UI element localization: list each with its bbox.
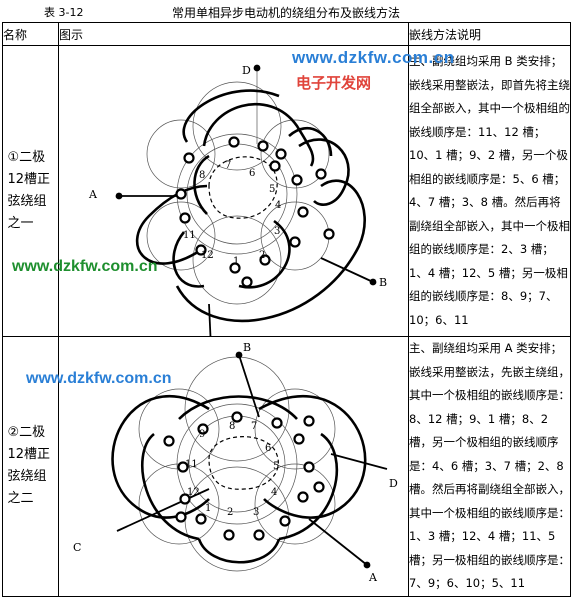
slot-label: 2 [259,250,265,261]
lead-label-c: C [73,541,81,554]
lead-label-b: B [243,341,251,354]
slot-label: 1 [205,503,211,514]
header-row: 名称 图示 嵌线方法说明 [2,22,571,46]
watermark-site: www.dzkfw.com.cn [12,258,158,275]
slot-label: 9 [199,429,205,440]
winding-diagram-1: A B C D 1 2 3 4 5 6 7 8 11 12 [88,64,387,336]
slot-label: 7 [251,421,257,432]
slot-label: 4 [271,487,277,498]
row1-desc: 主、副绕组均采用 B 类安排；嵌线采用整嵌法，即首先将主绕组全部嵌入，其中一个极… [408,45,571,337]
table-caption: 表 3-12 常用单相异步电动机的绕组分布及嵌线方法 [0,0,572,22]
lead-label-b: B [379,276,387,289]
watermark-site: www.dzkfw.com.cn [26,370,172,387]
slot-label: 8 [199,170,205,181]
header-method: 嵌线方法说明 [408,22,571,46]
slot-label: 5 [269,184,275,195]
header-name: 名称 [2,22,59,46]
slot-label: 4 [275,200,281,211]
slot-label: 11 [185,459,198,470]
row2-name: ②二极12槽正弦绕组之二 [2,336,59,597]
slot-label: 3 [274,226,280,237]
slot-label: 7 [225,160,231,171]
table-row: ②二极12槽正弦绕组之二 [2,336,571,597]
slot-label: 12 [201,250,214,261]
lead-label-d: D [389,477,398,490]
row1-name: ①二极12槽正弦绕组之一 [2,45,59,337]
winding-diagram-2: B A C D 1 2 3 4 5 6 7 8 9 11 12 [73,341,398,584]
watermark-site: www.dzkfw.com.cn [292,48,455,67]
winding-table: 名称 图示 嵌线方法说明 ①二极12槽正弦绕组之一 [2,22,571,597]
watermark-brand: 电子开发网 [296,74,372,92]
slot-label: 11 [183,230,196,241]
lead-label-a: A [368,571,378,584]
slot-label: 3 [253,507,259,518]
lead-label-d: D [242,64,251,77]
slot-label: 6 [265,443,271,454]
slot-label: 1 [233,256,239,267]
header-figure: 图示 [58,22,409,46]
row2-figure: B A C D 1 2 3 4 5 6 7 8 9 11 12 [58,336,409,597]
table-title: 常用单相异步电动机的绕组分布及嵌线方法 [171,6,400,20]
slot-label: 2 [227,507,233,518]
slot-label: 6 [249,168,255,179]
row2-desc: 主、副绕组均采用 A 类安排；嵌线采用整嵌法，先嵌主绕组，其中一个极相组的嵌线顺… [408,336,571,597]
table-number: 表 3-12 [44,6,84,19]
slot-label: 12 [187,487,200,498]
table-row: ①二极12槽正弦绕组之一 [2,45,571,337]
slot-label: 5 [273,461,279,472]
row1-figure: A B C D 1 2 3 4 5 6 7 8 11 12 [58,45,409,337]
lead-label-a: A [88,188,98,201]
slot-label: 8 [229,421,235,432]
